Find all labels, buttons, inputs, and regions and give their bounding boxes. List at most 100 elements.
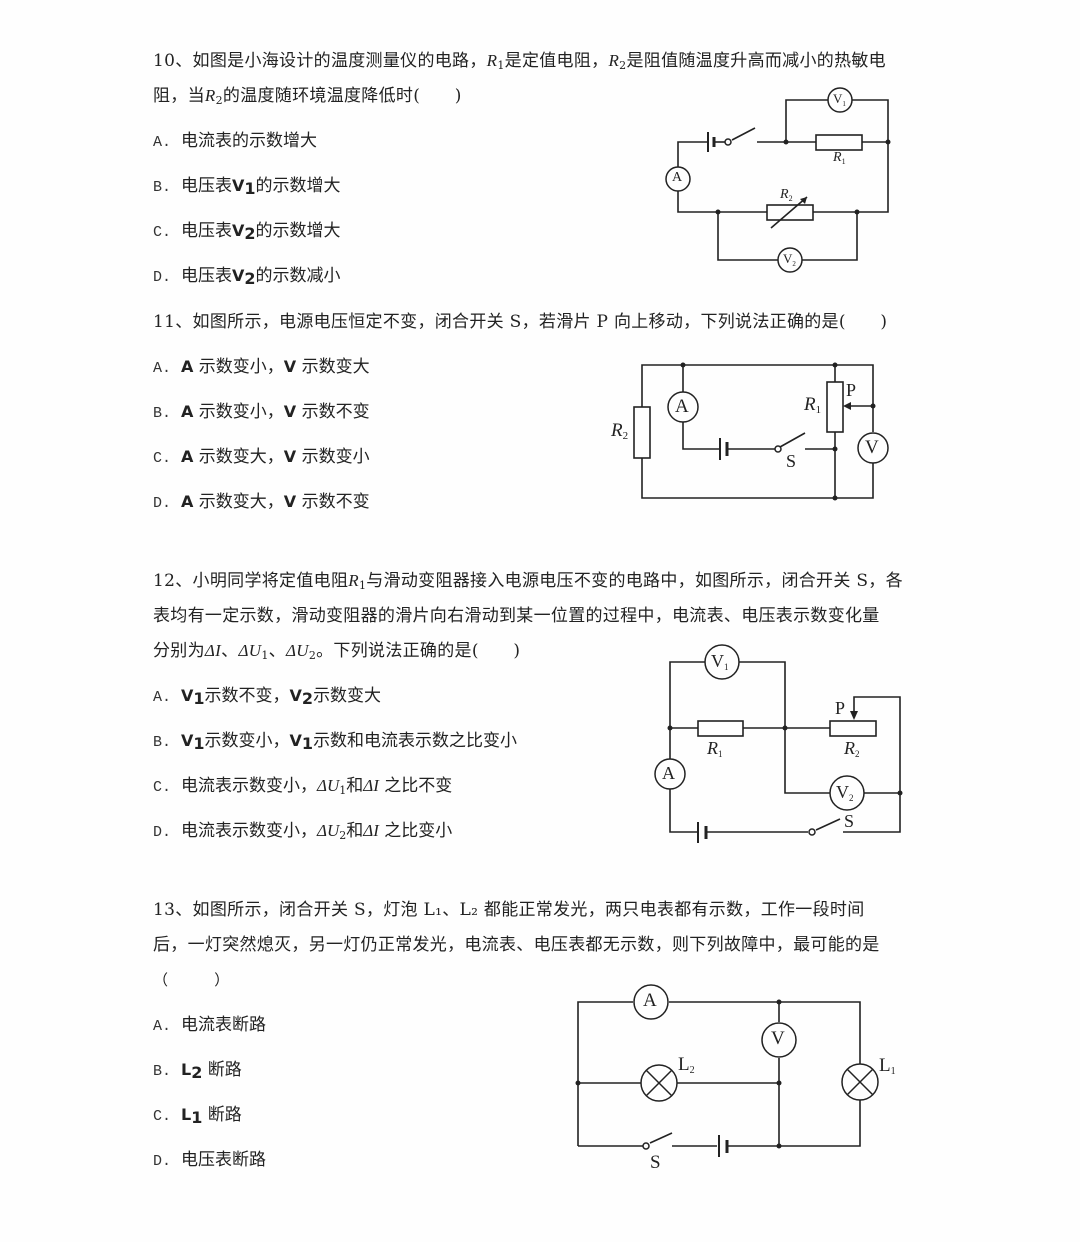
option-text: 示数变大， [198,447,284,467]
option-c[interactable]: C.电压表V2的示数增大 [153,220,341,245]
l2-label: L2 [678,1054,695,1076]
option-text: 的示数减小 [255,266,341,286]
option-b[interactable]: B.V1示数变小，V1示数和电流表示数之比变小 [153,730,517,755]
option-b[interactable]: B.电压表V1的示数增大 [153,175,341,200]
question-12-stem-line-3: 分别为ΔI、ΔU1、ΔU2。下列说法正确的是( ) [153,640,520,667]
option-text: 示数不变， [204,686,290,706]
stem-text: 。下列说法正确的是( ) [316,641,521,661]
switch-pivot [774,445,782,453]
circuit-diagram-12 [654,644,903,843]
subscript: 2 [689,1065,695,1076]
ammeter-label: A [643,990,657,1011]
option-label: D. [153,1153,172,1170]
symbol-v: V [283,492,297,511]
option-text: 之比不变 [378,776,453,796]
option-a[interactable]: A.电流表的示数增大 [153,130,317,154]
option-a[interactable]: A.A 示数变小，V 示数变大 [153,356,370,380]
question-11-stem: 11、如图所示，电源电压恒定不变，闭合开关 S，若滑片 P 向上移动，下列说法正… [153,311,887,333]
subscript: 1 [191,1108,203,1127]
subscript: 1 [339,784,347,797]
subscript: 1 [815,404,822,416]
subscript: 2 [244,269,256,288]
question-number: 12、 [153,571,193,591]
symbol-a: A [181,357,194,376]
subscript: 1 [890,1066,896,1077]
option-b[interactable]: B.L2 断路 [153,1059,242,1084]
stem-text: 是阻值随温度升高而减小的热敏电 [626,51,886,71]
option-d[interactable]: D.A 示数变大，V 示数不变 [153,491,370,515]
symbol: R [804,394,816,415]
switch-pivot [808,828,816,836]
l1-label: L1 [879,1055,896,1077]
subscript: 2 [191,1063,203,1082]
option-a[interactable]: A.V1示数不变，V2示数变大 [153,685,381,710]
option-label: C. [153,779,172,796]
symbol-v: V [181,731,194,750]
option-a[interactable]: A.电流表断路 [153,1014,266,1038]
v2-label: V2 [836,782,854,803]
circuit-diagram-11 [633,362,889,501]
symbol: V [833,91,843,106]
voltmeter-v1-icon [827,87,853,113]
ammeter-icon [633,984,669,1020]
option-label: B. [153,179,172,196]
option-text: 电流表示数变小， [181,821,317,841]
symbol-r1: R [348,571,359,590]
option-c[interactable]: C.电流表示数变小，ΔU1和ΔI 之比不变 [153,775,452,802]
voltmeter-v1-icon [704,644,740,680]
stem-text: 小明同学将定值电阻 [192,571,349,591]
option-d[interactable]: D.电压表V2的示数减小 [153,265,341,290]
subscript: 2 [855,749,860,759]
r2-label: R2 [844,738,860,759]
switch-s-label: S [650,1152,661,1173]
subscript: 2 [619,59,627,72]
symbol-l: L [181,1105,192,1124]
option-text: 之比变小 [378,821,453,841]
option-b[interactable]: B.A 示数变小，V 示数不变 [153,401,370,425]
symbol-v: V [289,731,302,750]
option-c[interactable]: C.L1 断路 [153,1104,242,1129]
symbol-a: A [181,492,194,511]
ammeter-icon [667,391,699,423]
subscript: 1 [301,734,314,753]
subscript: 2 [301,689,314,708]
option-label: D. [153,495,172,512]
question-10-stem-line-1: 10、如图是小海设计的温度测量仪的电路，R1是定值电阻，R2是阻值随温度升高而减… [153,50,886,77]
question-number: 13、 [153,900,193,920]
stem-text: 如图所示，闭合开关 S，灯泡 L₁、L₂ 都能正常发光，两只电表都有示数，工作一… [192,900,865,920]
option-d[interactable]: D.电流表示数变小，ΔU2和ΔI 之比变小 [153,820,452,847]
subscript: 2 [244,224,256,243]
question-12-stem-line-1: 12、小明同学将定值电阻R1与滑动变阻器接入电源电压不变的电路中，如图所示，闭合… [153,570,903,597]
switch-s-label: S [844,811,855,831]
r2-label: R2 [780,187,793,203]
switch-pivot [642,1142,650,1150]
question-10-stem-line-2: 阻，当R2的温度随环境温度降低时( ) [153,85,462,112]
option-text: 示数变大 [301,357,370,377]
stem-text: 表均有一定示数，滑动变阻器的滑片向右滑动到某一位置的过程中，电流表、电压表示数变… [153,606,880,626]
option-label: D. [153,269,172,286]
subscript: 2 [792,260,796,268]
stem-text: 阻，当 [153,86,205,106]
subscript: 1 [358,579,367,592]
stem-text: 与滑动变阻器接入电源电压不变的电路中，如图所示，闭合开关 S，各 [366,571,903,591]
symbol-r2: R [204,86,216,105]
option-d[interactable]: D.电压表断路 [153,1149,266,1173]
option-text: 示数变小， [204,731,290,751]
subscript: 1 [842,100,846,108]
symbol-v: V [283,447,297,466]
voltmeter-label: V [771,1028,785,1049]
subscript: 1 [718,749,723,759]
question-number: 10、 [153,51,193,71]
symbol-r1: R [486,51,498,70]
r2-label: R2 [611,420,628,442]
symbol: V [711,651,724,671]
option-text: 电压表 [181,221,232,241]
stem-text: 分别为 [153,641,205,661]
circuit-diagram-10 [665,87,891,273]
subscript: 2 [788,194,793,203]
stem-text: 如图所示，电源电压恒定不变，闭合开关 S，若滑片 P 向上移动，下列说法正确的是… [192,312,888,332]
option-c[interactable]: C.A 示数变大，V 示数变小 [153,446,370,470]
voltmeter-v2-icon [829,775,865,811]
option-text: 断路 [202,1060,242,1080]
